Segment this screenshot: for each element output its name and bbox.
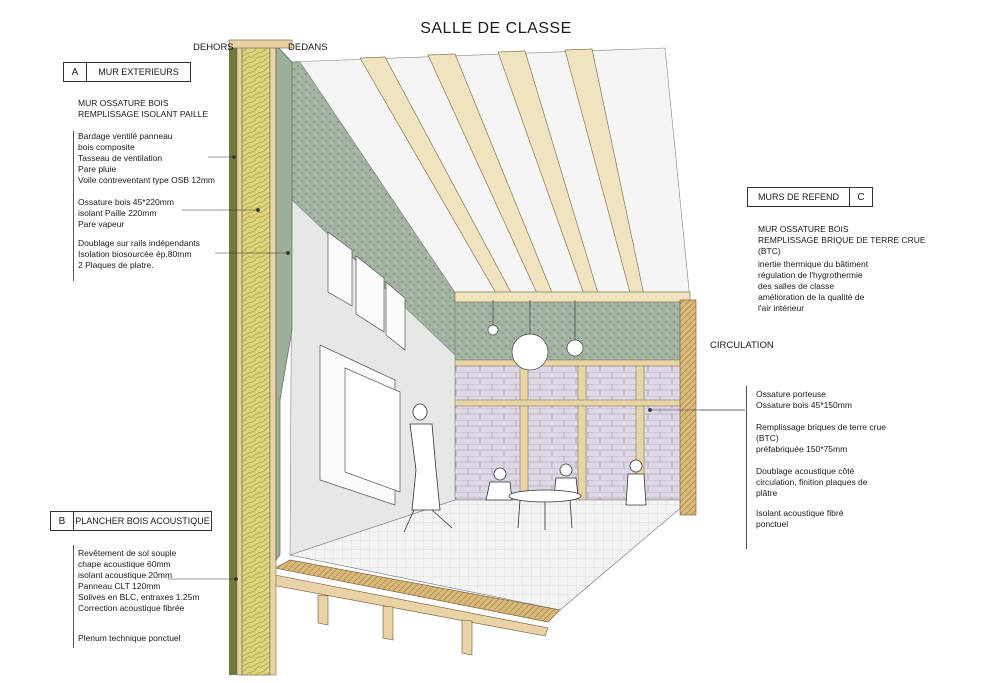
section-c-group-1: Ossature porteuse Ossature bois 45*150mm (756, 389, 852, 410)
page-title: SALLE DE CLASSE (420, 20, 572, 37)
lining (275, 44, 293, 561)
section-b-group-2: Plenum technique ponctuel (78, 633, 181, 643)
stud-frame (269, 44, 277, 676)
section-a-heading: MUR OSSATURE BOIS REMPLISSAGE ISOLANT PA… (78, 98, 209, 119)
section-a-name: MUR EXTERIEURS (98, 67, 179, 77)
section-b-letter: B (51, 512, 74, 530)
section-b-tag: B PLANCHER BOIS ACOUSTIQUE (50, 511, 212, 531)
floor-buildup (274, 559, 561, 623)
section-c-group-4: Isolant acoustique fibré ponctuel (756, 508, 844, 529)
wall-top-plate (228, 39, 293, 49)
section-c-group-3: Doublage acoustique côté circulation, fi… (756, 466, 868, 498)
section-c-name: MURS DE REFEND (757, 192, 839, 202)
exterior-cladding (229, 45, 237, 675)
section-b-bracket (73, 545, 74, 648)
roof-beams (359, 48, 691, 303)
section-c-description: inertie thermique du bâtiment régulation… (758, 259, 869, 313)
section-a-bracket (73, 131, 74, 281)
label-circulation: CIRCULATION (710, 340, 774, 351)
section-c-bracket (746, 386, 747, 549)
section-a-group-2: Ossature bois 45*220mm isolant Paille 22… (78, 197, 174, 229)
label-outside: DEHORS (193, 42, 234, 53)
section-a-tag: A MUR EXTERIEURS (63, 62, 191, 82)
leader-lines (168, 155, 745, 581)
pendant-lights (487, 300, 584, 371)
section-b-group-1: Revêtement de sol souple chape acoustiqu… (78, 548, 200, 613)
wall-posters (319, 231, 406, 506)
people (403, 403, 647, 533)
section-b-name: PLANCHER BOIS ACOUSTIQUE (75, 516, 210, 526)
section-a-letter: A (64, 63, 87, 81)
section-a-group-1: Bardage ventilé panneau bois composite T… (78, 131, 216, 185)
label-inside: DEDANS (288, 42, 328, 53)
section-c-heading: MUR OSSATURE BOIS REMPLISSAGE BRIQUE DE … (758, 224, 926, 256)
section-c-group-2: Remplissage briques de terre crue (BTC) … (756, 422, 886, 454)
section-c-tag: MURS DE REFEND C (747, 187, 873, 207)
straw-insulation (241, 44, 271, 676)
section-a-group-3: Doublage sur rails indépendants Isolatio… (78, 238, 200, 270)
floor-joists (317, 594, 473, 656)
refend-wall (679, 299, 697, 516)
section-c-letter: C (849, 188, 872, 206)
ventilation-batten (236, 44, 243, 676)
